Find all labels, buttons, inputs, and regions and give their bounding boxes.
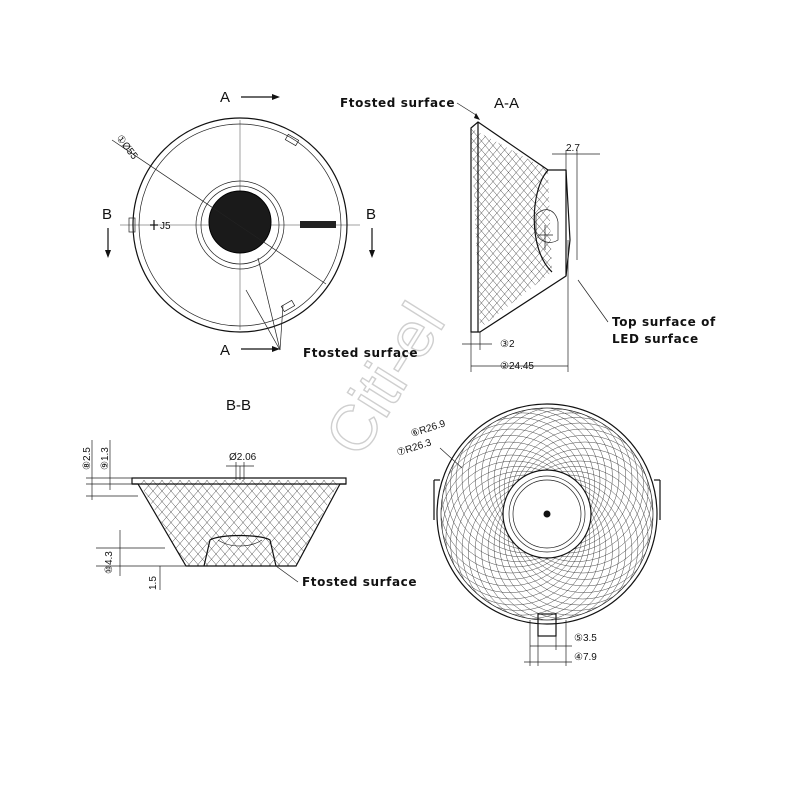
dim-2: ③2 [500, 339, 515, 350]
section-aa-title: A-A [494, 95, 519, 112]
label-top-surface-2: LED surface [612, 332, 699, 346]
dim-2-7: 2.7 [566, 143, 580, 154]
section-a-bottom: A [220, 342, 230, 359]
section-aa-view: A-A Ftosted surface 2.7 ③2 ②24.45 Top su… [340, 95, 716, 372]
dim-2-5: ⑧2.5 [82, 447, 93, 470]
front-view: J5 ①Ø55 [111, 117, 360, 351]
label-frosted-aa: Ftosted surface [340, 96, 455, 110]
dim-24-45: ②24.45 [500, 361, 534, 372]
dim-1-3: ⑨1.3 [100, 447, 111, 470]
section-a-top: A [220, 89, 230, 106]
front-outer-circle [132, 117, 348, 333]
dim-3-5: ⑤3.5 [574, 633, 597, 644]
section-b-right: B [366, 206, 376, 223]
section-bb-title: B-B [226, 397, 251, 414]
label-frosted-front: Ftosted surface [303, 346, 418, 360]
label-frosted-bb: Ftosted surface [302, 575, 417, 589]
dim-r26-9: ⑥R26.9 [410, 418, 448, 440]
section-b-left: B [102, 206, 112, 223]
dim-7-9: ④7.9 [574, 652, 597, 663]
bottom-view: ⑥R26.9 ⑦R26.3 ⑤3.5 ④7.9 [396, 403, 661, 666]
section-bb-view: B-B Ø2.06 ⑧2.5 ⑨1.3 ⑩4.3 1.5 Ftosted sur… [82, 397, 417, 590]
dim-diameter-55: ①Ø55 [114, 133, 140, 162]
dim-2-06: Ø2.06 [229, 452, 257, 463]
dim-4-3: ⑩4.3 [104, 551, 115, 574]
bottom-outer-circle [436, 403, 658, 625]
watermark-text: Citi-el [311, 291, 459, 468]
svg-text:J5: J5 [160, 221, 171, 232]
dim-r26-3: ⑦R26.3 [396, 437, 434, 459]
dim-1-5: 1.5 [148, 576, 159, 590]
label-top-surface-1: Top surface of [612, 315, 716, 329]
section-markers: A A B B [102, 89, 376, 359]
led-frosted-disc [208, 190, 272, 254]
